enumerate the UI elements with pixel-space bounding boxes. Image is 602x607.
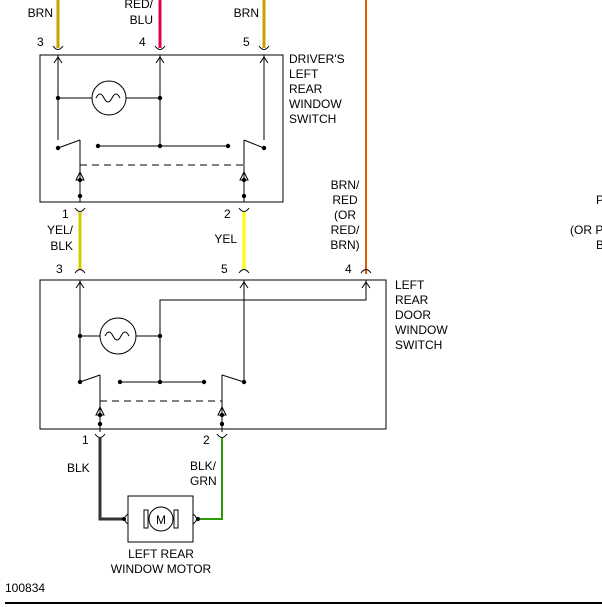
drivers-switch-box [39, 54, 284, 203]
drivers-switch-title-1: DRIVER'S [289, 52, 345, 66]
pin-3-door: 3 [56, 262, 63, 276]
wire-label-brn-red-1: BRN/ [331, 178, 360, 192]
wire-label-blk-grn-2: GRN [190, 474, 217, 488]
junction [77, 193, 83, 199]
wire-label-brn-3: BRN [28, 6, 53, 20]
junction [157, 143, 163, 149]
connector-cup [74, 269, 86, 274]
trace [221, 374, 245, 383]
wire-label-brn-red-2: RED [332, 193, 358, 207]
arrow [155, 56, 165, 64]
connector-cup [94, 433, 106, 438]
pin-2-door: 2 [203, 433, 210, 447]
diagram-id: 100834 [5, 581, 45, 595]
junction [157, 379, 163, 385]
pin-2-drivers: 2 [224, 207, 231, 221]
wire-label-yel-blk-2: BLK [50, 239, 73, 253]
junction [241, 379, 247, 385]
drivers-switch-title-2: LEFT [289, 67, 319, 81]
junction [157, 95, 163, 101]
junction [117, 379, 123, 385]
trace [243, 139, 265, 149]
junction [261, 145, 267, 151]
connector-cup [216, 433, 228, 438]
junction [77, 333, 83, 339]
pin-4-top: 4 [139, 35, 146, 49]
door-switch-title-4: WINDOW [395, 323, 448, 337]
door-switch-title-1: LEFT [395, 278, 425, 292]
connector-cup [74, 207, 86, 212]
wire-label-red-blu-line1: RED/ [124, 0, 153, 11]
clipped-text-2: (OR P [570, 223, 602, 237]
drivers-switch-title-3: REAR [289, 82, 323, 96]
door-switch-title-2: REAR [395, 293, 429, 307]
lamp-icon [91, 80, 127, 116]
wire-label-brn-red-5: BRN) [330, 238, 359, 252]
arrow [239, 281, 249, 289]
junction [77, 379, 83, 385]
arrow [361, 281, 371, 289]
connector-cup [52, 45, 64, 50]
connector-cup [258, 45, 270, 50]
pin-5-top: 5 [243, 35, 250, 49]
motor-symbol: M [156, 513, 166, 527]
junction [201, 379, 207, 385]
junction [97, 412, 103, 418]
drivers-switch-title-4: WINDOW [289, 97, 342, 111]
junction [241, 193, 247, 199]
arrow [53, 56, 63, 64]
wire-blk-grn [198, 438, 223, 520]
pin-3-top: 3 [37, 35, 44, 49]
junction [95, 143, 101, 149]
connector-cup [360, 269, 372, 274]
wire-label-blk: BLK [67, 461, 90, 475]
connector-cup [238, 207, 250, 212]
wire-blk [98, 438, 124, 521]
wire-label-red-blu-line2: BLU [130, 13, 153, 27]
door-switch-title-3: DOOR [395, 308, 431, 322]
door-switch-box [39, 279, 387, 430]
pin-5-door: 5 [221, 262, 228, 276]
junction [157, 333, 163, 339]
drivers-switch-title-5: SWITCH [289, 112, 336, 126]
pin-4-door: 4 [345, 262, 352, 276]
wire-label-brn-red-3: (OR [334, 208, 356, 222]
junction [55, 95, 61, 101]
junction [219, 421, 225, 427]
motor-name-1: LEFT REAR [128, 547, 194, 561]
motor-box [127, 495, 194, 543]
motor-name-2: WINDOW MOTOR [111, 562, 212, 576]
trace [159, 280, 367, 380]
junction [55, 145, 61, 151]
junction [122, 517, 126, 521]
junction [219, 412, 225, 418]
junction [97, 421, 103, 427]
junction [77, 177, 83, 183]
pin-1-door: 1 [82, 433, 89, 447]
arrow [259, 56, 269, 64]
trace [57, 139, 81, 149]
pin-1-drivers: 1 [62, 207, 69, 221]
junction [241, 177, 247, 183]
door-switch-title-5: SWITCH [395, 338, 442, 352]
connector-cup [192, 513, 197, 525]
arrow [75, 281, 85, 289]
connector-cup [154, 45, 166, 50]
wire-label-yel-blk-1: YEL/ [47, 223, 74, 237]
clipped-text-1: P [596, 193, 602, 207]
trace [79, 374, 101, 383]
wire-label-blk-grn-1: BLK/ [190, 459, 217, 473]
junction [196, 517, 200, 521]
motor-icon: M [143, 506, 179, 532]
lamp-icon [99, 317, 137, 355]
wire-label-brn-red-4: RED/ [331, 223, 360, 237]
junction [225, 143, 231, 149]
wire-label-brn-5: BRN [234, 6, 259, 20]
wire-label-yel: YEL [214, 232, 237, 246]
connector-cup [238, 269, 250, 274]
clipped-text-3: B [596, 238, 602, 252]
